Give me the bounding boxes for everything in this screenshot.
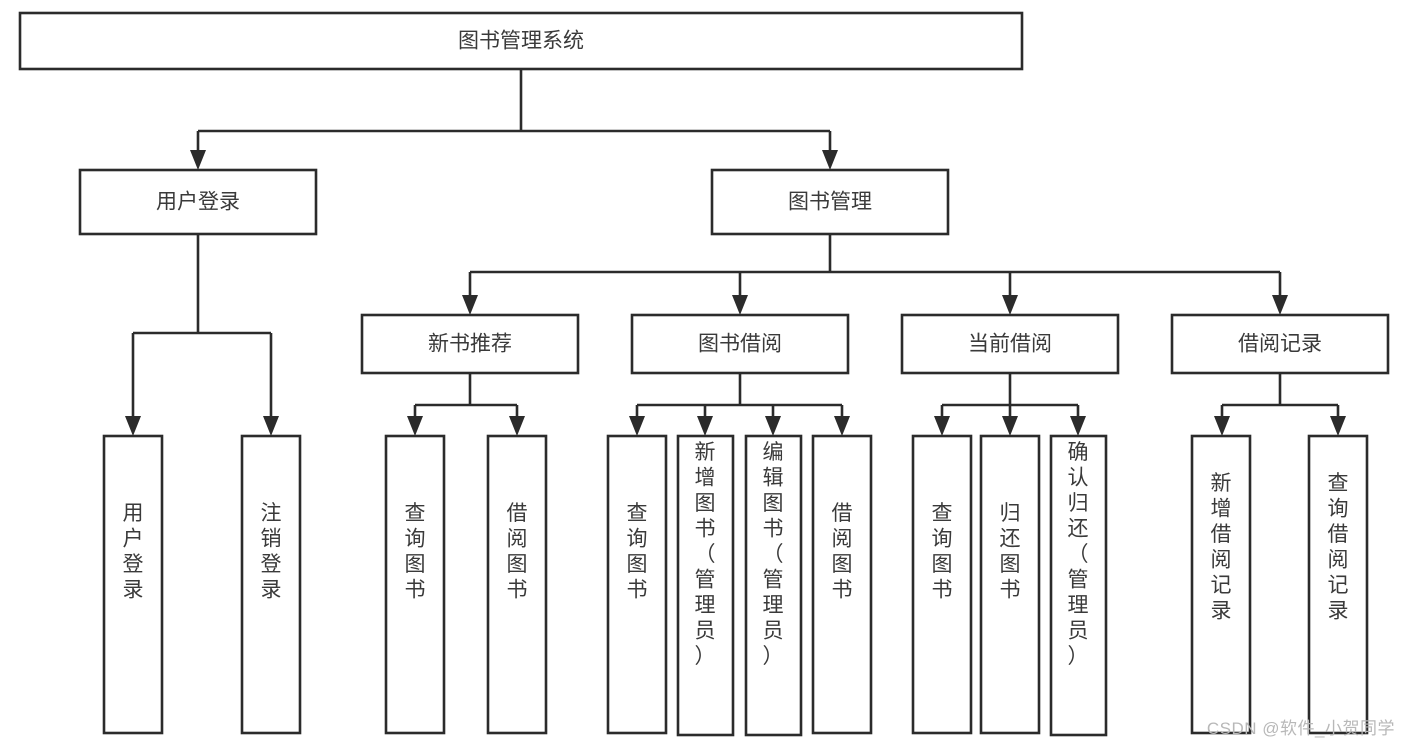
- arrowhead-current-borrow: [1002, 295, 1018, 315]
- arrowhead-leaf-user-login: [125, 416, 141, 436]
- node-leaf-query-borrow-record[interactable]: 查询借阅记录: [1307, 434, 1369, 735]
- arrowhead-leaf-borrow-book-2: [834, 416, 850, 436]
- arrowhead-leaf-query-book-1: [407, 416, 423, 436]
- node-leaf-confirm-return-admin[interactable]: 确认归还（管理员）: [1049, 434, 1108, 737]
- leaf-query-book-2-box[interactable]: [606, 434, 668, 735]
- leaf-borrow-book-1-box[interactable]: [486, 434, 548, 735]
- leaf-add-borrow-record-box[interactable]: [1190, 434, 1252, 735]
- leaf-query-borrow-record-label: 查询借阅记录: [1328, 472, 1349, 623]
- node-book-borrow[interactable]: 图书借阅: [630, 313, 850, 375]
- node-leaf-return-book[interactable]: 归还图书: [979, 434, 1041, 735]
- node-leaf-query-book-1[interactable]: 查询图书: [384, 434, 446, 735]
- arrowhead-leaf-add-borrow-record: [1214, 416, 1230, 436]
- new-book-recommend-label: 新书推荐: [428, 333, 512, 356]
- leaf-user-login-label: 用户登录: [123, 502, 144, 602]
- book-borrow-box[interactable]: [630, 313, 850, 375]
- leaf-user-login-box[interactable]: [102, 434, 164, 735]
- current-borrow-label: 当前借阅: [968, 333, 1052, 356]
- node-borrow-record[interactable]: 借阅记录: [1170, 313, 1390, 375]
- leaf-query-borrow-record-box[interactable]: [1307, 434, 1369, 735]
- arrowhead-leaf-query-book-2: [629, 416, 645, 436]
- arrowhead-leaf-return-book: [1002, 416, 1018, 436]
- node-leaf-query-book-2[interactable]: 查询图书: [606, 434, 668, 735]
- node-leaf-edit-book-admin[interactable]: 编辑图书（管理员）: [744, 434, 803, 737]
- arrowhead-leaf-edit-book-admin: [765, 416, 781, 436]
- leaf-query-book-2-label: 查询图书: [627, 502, 648, 602]
- root-box[interactable]: [18, 11, 1024, 71]
- leaf-edit-book-admin-box[interactable]: [744, 434, 803, 737]
- borrow-record-box[interactable]: [1170, 313, 1390, 375]
- leaf-borrow-book-2-box[interactable]: [811, 434, 873, 735]
- borrow-record-label: 借阅记录: [1238, 333, 1322, 356]
- node-leaf-borrow-book-1[interactable]: 借阅图书: [486, 434, 548, 735]
- node-book-manage[interactable]: 图书管理: [710, 168, 950, 236]
- leaf-add-borrow-record-label: 新增借阅记录: [1211, 472, 1232, 623]
- leaf-logout-login-box[interactable]: [240, 434, 302, 735]
- node-new-book-recommend[interactable]: 新书推荐: [360, 313, 580, 375]
- node-leaf-borrow-book-2[interactable]: 借阅图书: [811, 434, 873, 735]
- leaf-logout-login-label: 注销登录: [261, 502, 282, 602]
- leaf-query-book-3-label: 查询图书: [932, 502, 953, 602]
- node-user-login[interactable]: 用户登录: [78, 168, 318, 236]
- book-manage-label: 图书管理: [788, 191, 872, 214]
- node-root[interactable]: 图书管理系统: [18, 11, 1024, 71]
- node-current-borrow[interactable]: 当前借阅: [900, 313, 1120, 375]
- node-leaf-add-borrow-record[interactable]: 新增借阅记录: [1190, 434, 1252, 735]
- arrowhead-leaf-add-book-admin: [697, 416, 713, 436]
- arrowhead-user-login: [190, 150, 206, 170]
- leaf-query-book-3-box[interactable]: [911, 434, 973, 735]
- user-login-box[interactable]: [78, 168, 318, 236]
- new-book-recommend-box[interactable]: [360, 313, 580, 375]
- arrowhead-new-book-recommend: [462, 295, 478, 315]
- node-leaf-logout-login[interactable]: 注销登录: [240, 434, 302, 735]
- arrowhead-leaf-borrow-book-1: [509, 416, 525, 436]
- arrowhead-book-manage: [822, 150, 838, 170]
- root-label: 图书管理系统: [458, 30, 584, 53]
- book-manage-box[interactable]: [710, 168, 950, 236]
- user-login-label: 用户登录: [156, 191, 240, 214]
- arrowhead-borrow-record: [1272, 295, 1288, 315]
- arrowhead-leaf-query-book-3: [934, 416, 950, 436]
- leaf-query-book-1-label: 查询图书: [405, 502, 426, 602]
- leaf-query-book-1-box[interactable]: [384, 434, 446, 735]
- node-leaf-add-book-admin[interactable]: 新增图书（管理员）: [676, 434, 735, 737]
- connector-layer: [125, 69, 1346, 436]
- arrowhead-book-borrow: [732, 295, 748, 315]
- leaf-return-book-box[interactable]: [979, 434, 1041, 735]
- leaf-borrow-book-2-label: 借阅图书: [832, 502, 853, 602]
- leaf-add-book-admin-box[interactable]: [676, 434, 735, 737]
- leaf-edit-book-admin-label: 编辑图书（管理员）: [763, 441, 784, 668]
- leaf-confirm-return-admin-label: 确认归还（管理员）: [1068, 441, 1089, 668]
- leaf-confirm-return-admin-box[interactable]: [1049, 434, 1108, 737]
- leaf-borrow-book-1-label: 借阅图书: [507, 502, 528, 602]
- arrowhead-leaf-confirm-return-admin: [1070, 416, 1086, 436]
- leaf-return-book-label: 归还图书: [1000, 502, 1021, 602]
- book-borrow-label: 图书借阅: [698, 333, 782, 356]
- leaf-add-book-admin-label: 新增图书（管理员）: [695, 441, 716, 668]
- arrowhead-leaf-query-borrow-record: [1330, 416, 1346, 436]
- node-leaf-query-book-3[interactable]: 查询图书: [911, 434, 973, 735]
- node-leaf-user-login[interactable]: 用户登录: [102, 434, 164, 735]
- arrowhead-leaf-logout-login: [263, 416, 279, 436]
- current-borrow-box[interactable]: [900, 313, 1120, 375]
